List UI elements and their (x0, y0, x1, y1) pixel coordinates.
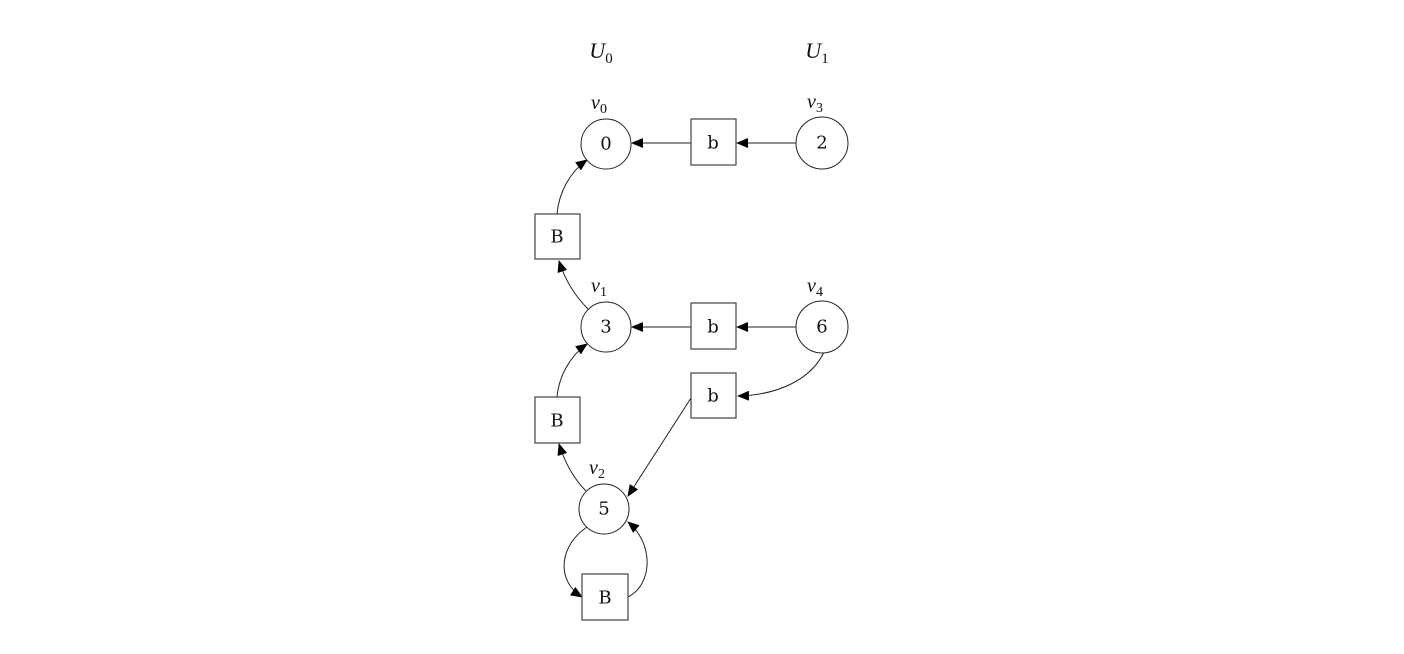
set-label-u1: U1 (805, 38, 828, 67)
vertex-value: 6 (816, 317, 827, 338)
edge-v4-to-b-lower (737, 351, 825, 401)
vertex-v1: 3 v1 (580, 275, 632, 353)
vertex-v0: 0 v0 (580, 92, 632, 170)
edge-B-lower-to-v1 (556, 343, 588, 398)
edge-label: b (707, 133, 719, 154)
edge-box-v4-v1: b (690, 302, 737, 350)
edge-box-v2-v2: B (581, 573, 629, 621)
vertex-label: v0 (591, 92, 607, 117)
vertex-v3: 2 v3 (795, 91, 849, 170)
edge-label: b (707, 386, 719, 407)
edge-v2-to-B-lower (557, 443, 587, 492)
edge-box-v4-v2: b (690, 372, 737, 419)
vertex-label: v3 (807, 91, 823, 116)
vertex-label: v2 (589, 457, 605, 482)
edge-box-v3-v0: b (690, 118, 737, 166)
vertex-value: 2 (816, 133, 827, 154)
edge-B-upper-to-v0 (556, 159, 588, 215)
vertex-value: 5 (598, 499, 609, 520)
edge-box-v1-v0: B (534, 213, 581, 260)
vertex-value: 3 (600, 317, 611, 338)
edge-label: B (598, 588, 611, 609)
edge-label: B (550, 227, 563, 248)
edge-v2-to-B-bottom (563, 526, 588, 598)
vertex-value: 0 (600, 134, 611, 155)
edge-label: b (707, 317, 719, 338)
vertex-label: v4 (807, 275, 823, 300)
edge-v1-to-B-upper (557, 260, 589, 310)
edge-label: B (550, 411, 563, 432)
vertex-v4: 6 v4 (795, 275, 849, 354)
set-label-u0: U0 (589, 38, 612, 67)
edge-b-lower-to-v2 (627, 397, 692, 497)
vertex-label: v1 (591, 275, 607, 300)
edge-B-bottom-to-v2 (627, 521, 648, 598)
edge-box-v2-v1: B (534, 396, 581, 444)
vertex-v2: 5 v2 (578, 457, 630, 535)
